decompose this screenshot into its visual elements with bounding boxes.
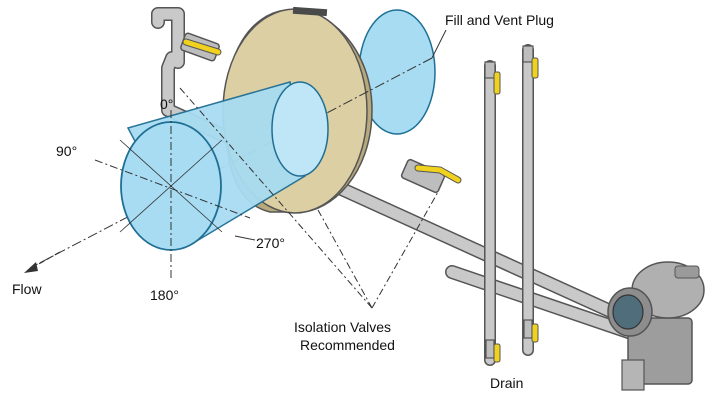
vent-valve-handle xyxy=(531,57,539,79)
fill-vent-plug-left xyxy=(484,61,496,79)
pressure-transmitter xyxy=(607,261,705,391)
fill-vent-plug-label: Fill and Vent Plug xyxy=(445,12,554,28)
flow-label: Flow xyxy=(12,281,42,297)
angle-270-label: 270° xyxy=(256,235,285,251)
fill-vent-plug-right xyxy=(522,45,534,63)
valve-handle xyxy=(415,165,461,183)
isolation-leader-lines xyxy=(179,87,439,309)
fill-vent-leader xyxy=(431,29,447,59)
valve-handle xyxy=(183,39,221,55)
upper-isolation-valve xyxy=(180,32,222,62)
flow-axis-line xyxy=(29,57,433,269)
arrow-down-left-icon xyxy=(24,251,61,273)
isolation-valves-label: Isolation Valves xyxy=(294,319,391,335)
drain-label: Drain xyxy=(490,375,523,391)
drain-valve-left xyxy=(485,339,495,359)
front-cone xyxy=(120,81,329,251)
vent-valve-handle xyxy=(493,71,501,95)
angle-90-label: 90° xyxy=(56,143,77,159)
angle-180-label: 180° xyxy=(150,287,179,303)
lower-isolation-valve xyxy=(400,158,462,194)
angle-0-label: 0° xyxy=(160,96,173,112)
drain-valve-handle xyxy=(531,323,539,343)
drain-valve-handle xyxy=(493,343,501,363)
sensor-face xyxy=(612,294,644,330)
drain-valve-right xyxy=(523,319,533,339)
disc-slot xyxy=(292,6,328,17)
recommended-label: Recommended xyxy=(300,337,395,353)
angle-reference-lines xyxy=(94,110,256,280)
vertical-impulse-pipes xyxy=(484,44,539,366)
upper-impulse-pipe xyxy=(151,7,637,327)
